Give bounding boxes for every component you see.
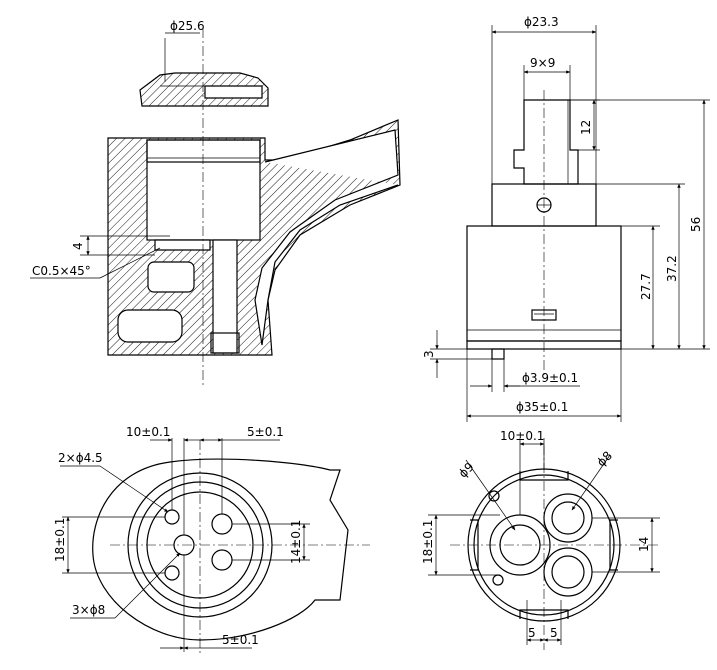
base-port-lower bbox=[543, 547, 593, 597]
dim-pin-diameter: ϕ3.9±0.1 bbox=[522, 371, 578, 385]
hole-large-2 bbox=[211, 513, 233, 535]
housing-plan-outline bbox=[92, 458, 349, 641]
top-nut-inner bbox=[204, 85, 263, 99]
housing-step bbox=[154, 239, 211, 251]
dim-base-hole-large: ϕ8 bbox=[594, 448, 615, 469]
dim-body-diameter: ϕ35±0.1 bbox=[516, 400, 568, 414]
passage-lower bbox=[117, 309, 183, 343]
dim-step-depth: 4 bbox=[71, 242, 85, 250]
housing-bore bbox=[146, 139, 261, 241]
dim-hole-span-18: 18±0.1 bbox=[53, 518, 67, 562]
cartridge-pin bbox=[491, 348, 505, 360]
dim-cartridge-top-diameter: ϕ23.3 bbox=[524, 15, 559, 29]
dim-top-ring-diameter: ϕ25.6 bbox=[170, 19, 205, 33]
dim-hole-offset-top: 5±0.1 bbox=[247, 425, 284, 439]
dim-base-spacing-top: 10±0.1 bbox=[500, 429, 544, 443]
dim-overall-height: 56 bbox=[689, 217, 703, 232]
cartridge-base-view: 10±0.1 ϕ9 ϕ8 18±0.1 14 5 5 bbox=[421, 429, 660, 650]
dim-base-span-18: 18±0.1 bbox=[421, 520, 435, 564]
passage-upper bbox=[147, 261, 195, 293]
dim-hole-spacing-top: 10±0.1 bbox=[126, 425, 170, 439]
dim-base-hole-small: ϕ9 bbox=[456, 460, 477, 481]
dim-hole-offset-bottom: 5±0.1 bbox=[222, 633, 259, 647]
dim-base-offset-right: 5 bbox=[550, 626, 558, 640]
cartridge-stem bbox=[513, 99, 579, 185]
hole-large-3 bbox=[211, 549, 233, 571]
dim-base-offset-left: 5 bbox=[528, 626, 536, 640]
cartridge-elevation: ϕ23.3 9×9 12 56 37.2 27.7 3 bbox=[422, 15, 710, 422]
housing-plan-view: 10±0.1 5±0.1 2×ϕ4.5 3×ϕ8 18±0.1 14±0.1 5… bbox=[53, 425, 370, 655]
hole-small-2 bbox=[164, 565, 180, 581]
dim-stem-height: 12 bbox=[579, 120, 593, 135]
dim-base-span-14: 14 bbox=[637, 537, 651, 552]
dim-hole-span-14: 14±0.1 bbox=[289, 520, 303, 564]
dim-stem-square: 9×9 bbox=[530, 56, 555, 70]
dim-chamfer: C0.5×45° bbox=[32, 264, 91, 278]
dim-height-27: 27.7 bbox=[639, 273, 653, 300]
dim-hole-count-large: 3×ϕ8 bbox=[72, 603, 105, 617]
dim-hole-count-small: 2×ϕ4.5 bbox=[58, 451, 103, 465]
dim-base-offset: 3 bbox=[422, 350, 436, 358]
spout-passage bbox=[254, 129, 399, 346]
section-view-housing: ϕ25.6 4 C0.5×45° bbox=[30, 19, 401, 385]
base-port-upper bbox=[543, 493, 593, 543]
center-channel bbox=[212, 239, 238, 354]
dim-height-37: 37.2 bbox=[665, 255, 679, 282]
hole-small-1 bbox=[164, 509, 180, 525]
